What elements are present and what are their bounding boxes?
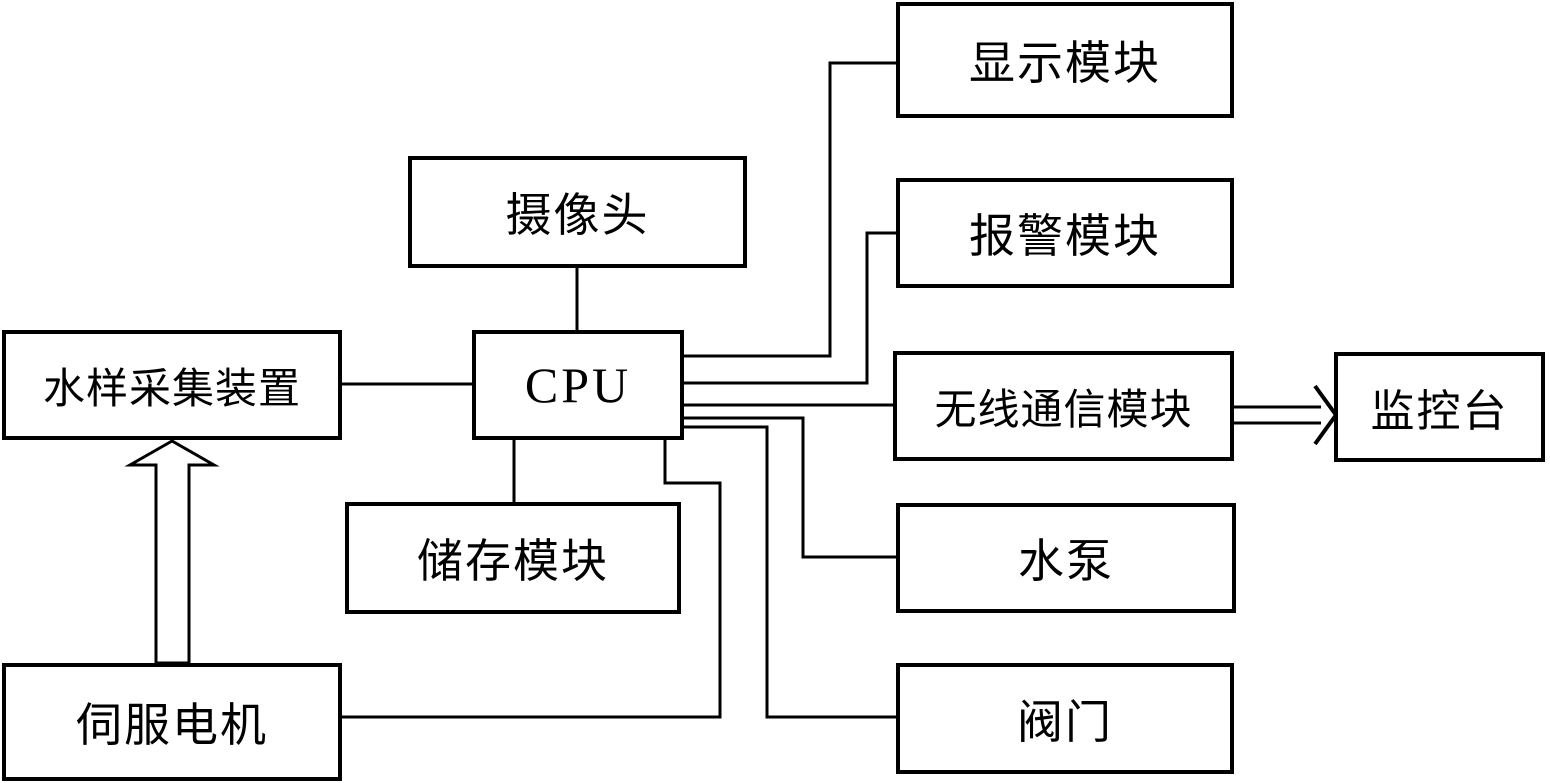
node-water-pump: 水泵 — [896, 503, 1236, 613]
edge-cpu-alarm — [683, 231, 896, 385]
edge-cpu-display — [683, 61, 896, 358]
node-water-sampler: 水样采集装置 — [2, 330, 342, 440]
node-servo-motor: 伺服电机 — [2, 663, 342, 781]
edge-cpu-valve — [683, 425, 896, 719]
node-valve: 阀门 — [896, 663, 1234, 774]
open-arrowhead-icon — [1313, 384, 1339, 446]
node-storage-module-label: 储存模块 — [417, 536, 609, 587]
node-water-pump-label: 水泵 — [1018, 536, 1114, 587]
node-camera-label: 摄像头 — [505, 190, 650, 241]
node-wireless-comm-module-label: 无线通信模块 — [934, 387, 1193, 434]
node-display-module-label: 显示模块 — [969, 38, 1161, 89]
node-camera: 摄像头 — [408, 156, 747, 268]
node-alarm-module-label: 报警模块 — [969, 211, 1161, 262]
node-water-sampler-label: 水样采集装置 — [42, 366, 301, 413]
node-wireless-comm-module: 无线通信模块 — [893, 351, 1234, 461]
node-monitor-console-label: 监控台 — [1370, 387, 1509, 436]
edge-servo-cpu — [342, 440, 722, 719]
edge-cpu-pump — [683, 416, 896, 559]
node-cpu: CPU — [472, 330, 684, 440]
node-monitor-console: 监控台 — [1334, 352, 1545, 462]
node-cpu-label: CPU — [524, 357, 632, 413]
node-display-module: 显示模块 — [896, 2, 1234, 118]
open-arrow-wireless-monitor — [1234, 384, 1339, 446]
node-storage-module: 储存模块 — [345, 502, 681, 614]
hollow-arrow-up-icon — [124, 439, 220, 665]
node-servo-motor-label: 伺服电机 — [76, 700, 268, 751]
node-valve-label: 阀门 — [1017, 696, 1113, 748]
node-alarm-module: 报警模块 — [896, 178, 1234, 288]
